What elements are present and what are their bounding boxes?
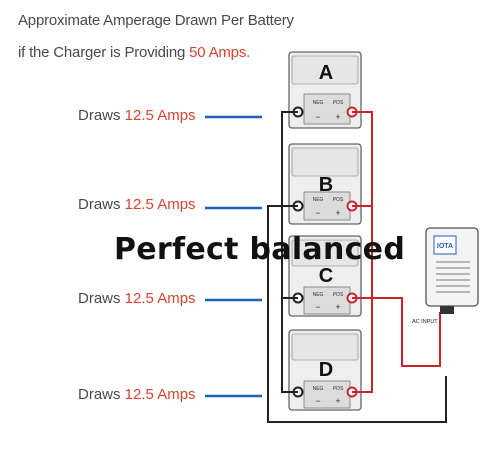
svg-text:+: + bbox=[335, 302, 340, 312]
draw-value-a: 12.5 Amps bbox=[124, 107, 196, 124]
battery-a: A NEG POS − + bbox=[288, 51, 362, 129]
draw-value-c: 12.5 Amps bbox=[124, 290, 196, 307]
battery-d-pos-label: POS bbox=[333, 386, 344, 392]
battery-b-letter: B bbox=[319, 174, 333, 196]
battery-c-pos-label: POS bbox=[333, 292, 344, 298]
battery-d-letter: D bbox=[319, 359, 333, 381]
svg-text:+: + bbox=[335, 112, 340, 122]
battery-d: D NEG POS − + bbox=[288, 329, 362, 411]
charger-logo: IOTA bbox=[437, 243, 453, 250]
overlay-caption: Perfect balanced bbox=[114, 232, 406, 267]
svg-text:−: − bbox=[315, 302, 320, 312]
draw-label-a: Draws 12.5 Amps bbox=[78, 107, 196, 124]
charger: IOTA AC INPUT bbox=[412, 227, 479, 325]
draw-value-d: 12.5 Amps bbox=[124, 386, 196, 403]
ac-input-label: AC INPUT bbox=[412, 319, 438, 325]
negative-wiring bbox=[267, 111, 447, 423]
svg-text:−: − bbox=[315, 208, 320, 218]
positive-wiring bbox=[352, 111, 441, 393]
battery-b: B NEG POS − + bbox=[288, 143, 362, 225]
battery-c: C NEG POS − + bbox=[288, 235, 362, 317]
draw-label-c: Draws 12.5 Amps bbox=[78, 290, 196, 307]
draw-value-b: 12.5 Amps bbox=[124, 196, 196, 213]
draw-label-b: Draws 12.5 Amps bbox=[78, 196, 196, 213]
svg-text:+: + bbox=[335, 208, 340, 218]
svg-text:+: + bbox=[335, 396, 340, 406]
battery-a-letter: A bbox=[319, 62, 333, 84]
battery-a-neg-label: NEG bbox=[313, 100, 324, 106]
battery-b-neg-label: NEG bbox=[313, 197, 324, 203]
title-line-1: Approximate Amperage Drawn Per Battery bbox=[18, 12, 294, 29]
battery-c-neg-label: NEG bbox=[313, 292, 324, 298]
battery-b-pos-label: POS bbox=[333, 197, 344, 203]
draw-label-d: Draws 12.5 Amps bbox=[78, 386, 196, 403]
battery-d-neg-label: NEG bbox=[313, 386, 324, 392]
title-line-2: if the Charger is Providing 50 Amps. bbox=[18, 44, 251, 61]
battery-c-letter: C bbox=[319, 265, 333, 287]
svg-text:−: − bbox=[315, 396, 320, 406]
title-amps-value: 50 Amps. bbox=[189, 44, 251, 61]
battery-a-pos-label: POS bbox=[333, 100, 344, 106]
svg-text:−: − bbox=[315, 112, 320, 122]
